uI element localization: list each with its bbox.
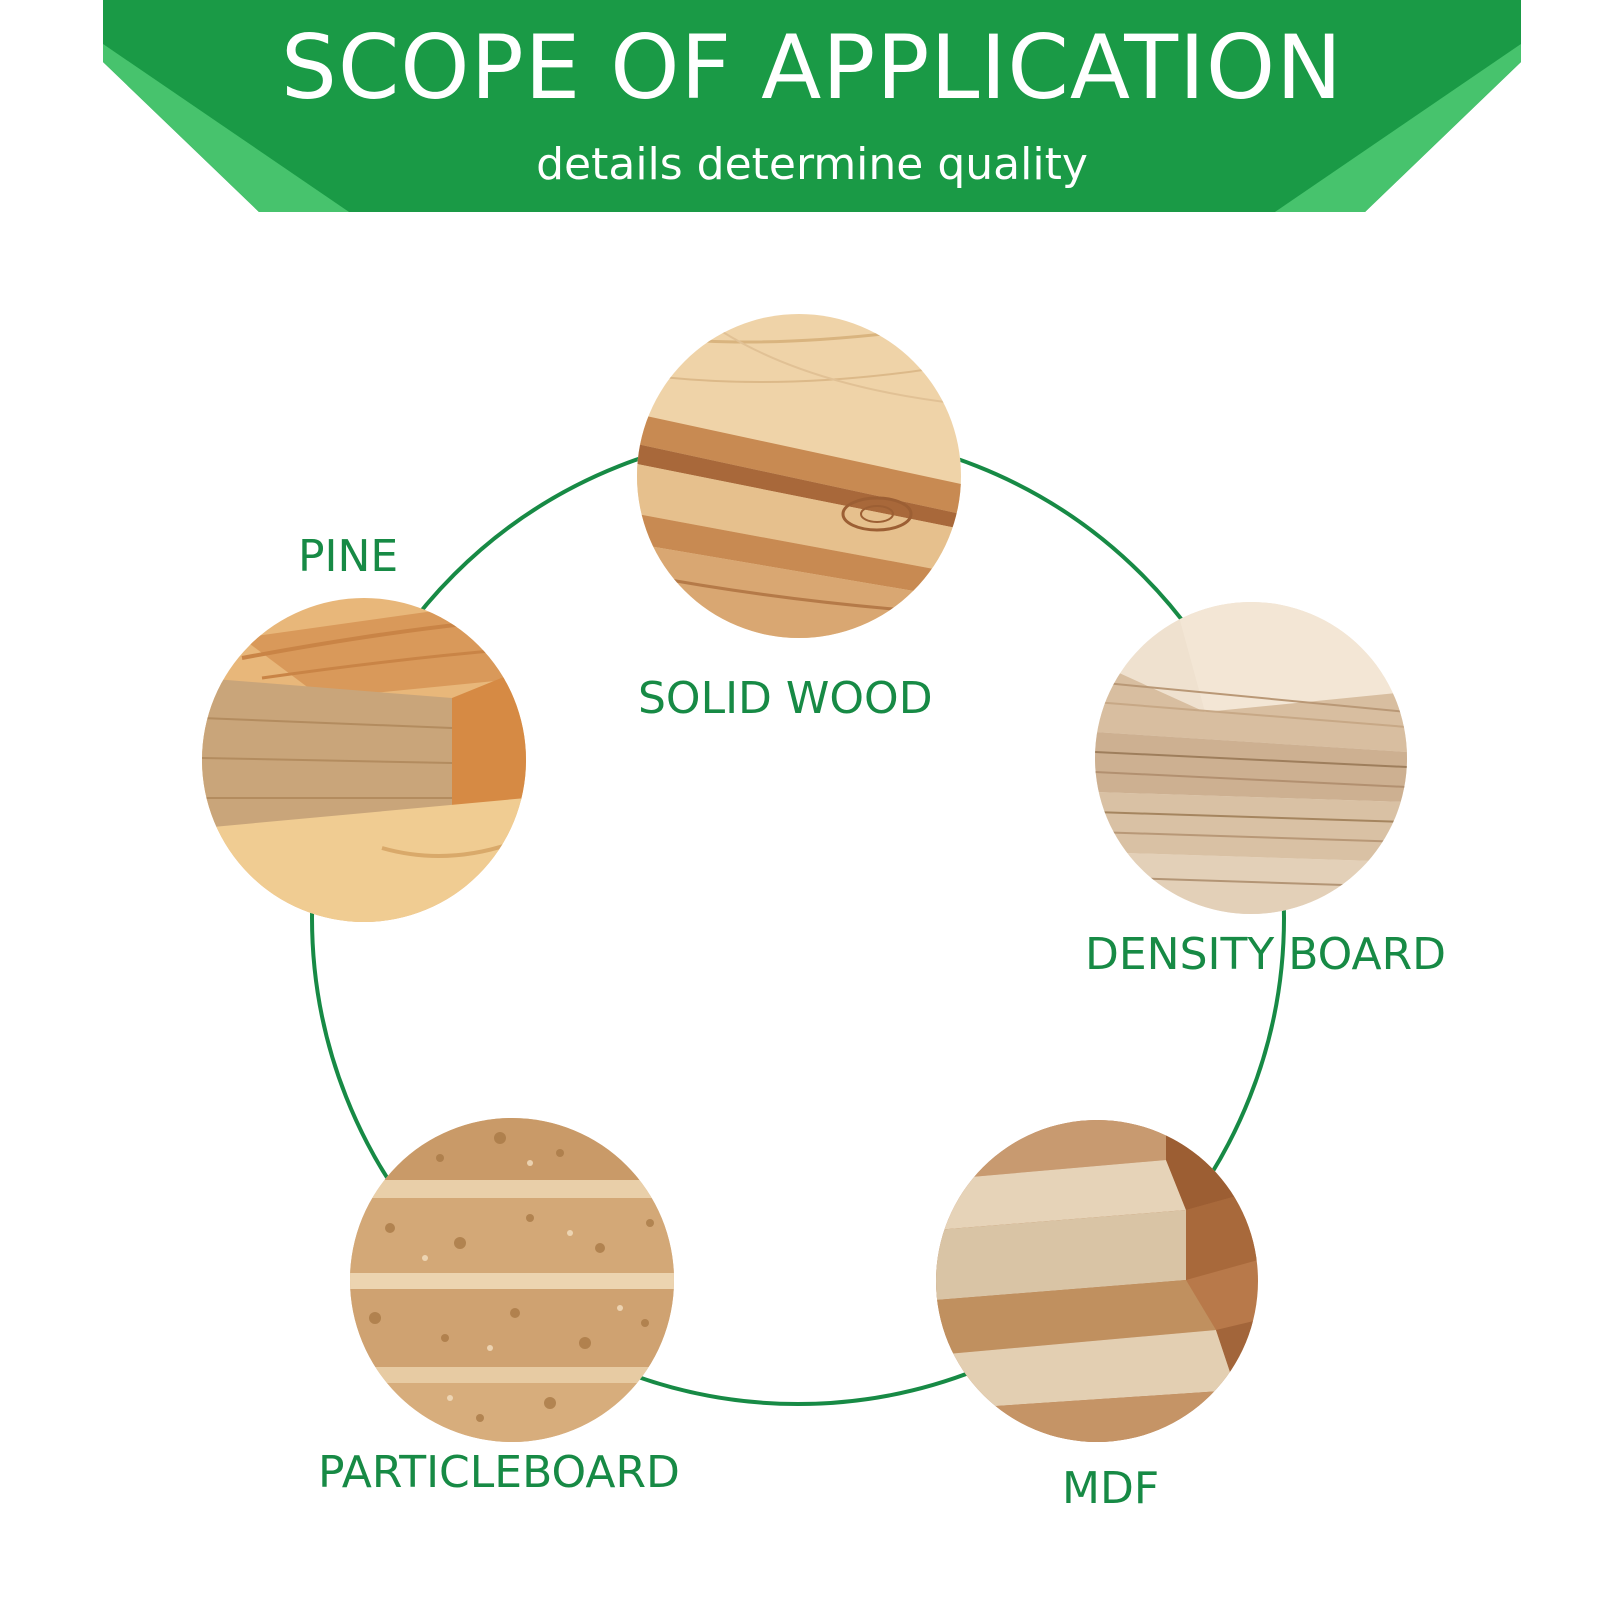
material-label-density-board: DENSITY BOARD (1085, 929, 1447, 980)
page-subtitle: details determine quality (536, 139, 1088, 190)
material-label-mdf: MDF (1062, 1463, 1160, 1514)
page-title: SCOPE OF APPLICATION (281, 16, 1343, 119)
material-label-solid-wood: SOLID WOOD (638, 673, 933, 724)
header-banner: SCOPE OF APPLICATION details determine q… (103, 0, 1521, 212)
pine-swatch (202, 598, 526, 922)
mdf-swatch (936, 1120, 1258, 1442)
material-label-pine: PINE (298, 531, 399, 582)
particleboard-swatch (350, 1118, 674, 1442)
banner-background (103, 0, 1521, 212)
density-board-swatch (1095, 602, 1407, 914)
solid-wood-swatch (637, 314, 961, 638)
material-label-particleboard: PARTICLEBOARD (318, 1447, 680, 1498)
